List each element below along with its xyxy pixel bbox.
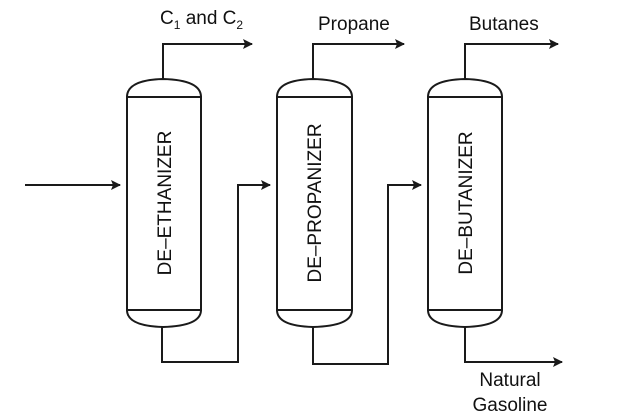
column-bottom-dome <box>125 309 203 329</box>
column-de-propanizer: DE–PROPANIZER <box>275 77 354 329</box>
bottoms-line-natural-gasoline <box>464 327 563 367</box>
column-body <box>276 96 353 311</box>
column-label: DE–ETHANIZER <box>155 131 176 276</box>
bottoms-label-natural: Natural <box>479 370 540 391</box>
column-top-dome <box>125 77 203 98</box>
overhead-line-butanes <box>464 39 559 79</box>
overhead-label-propane: Propane <box>318 14 390 35</box>
overhead-line-propane <box>312 39 405 79</box>
overhead-label-butanes: Butanes <box>469 14 539 35</box>
column-top-dome <box>275 77 354 98</box>
overhead-label-c1-c2: C1 and C2 <box>160 8 243 32</box>
column-bottom-dome <box>426 309 504 329</box>
column-label: DE–PROPANIZER <box>305 123 326 282</box>
column-label: DE–BUTANIZER <box>456 131 477 274</box>
bottoms-line-propanizer-to-butanizer <box>312 180 422 365</box>
overhead-line-c1-c2 <box>162 39 253 79</box>
column-bottom-dome <box>275 309 354 329</box>
column-top-dome <box>426 77 504 98</box>
column-body <box>427 96 503 311</box>
column-de-butanizer: DE–BUTANIZER <box>426 77 504 329</box>
column-de-ethanizer: DE–ETHANIZER <box>125 77 203 329</box>
bottoms-label-gasoline: Gasoline <box>473 395 548 416</box>
bottoms-line-ethanizer-to-propanizer <box>161 180 271 363</box>
